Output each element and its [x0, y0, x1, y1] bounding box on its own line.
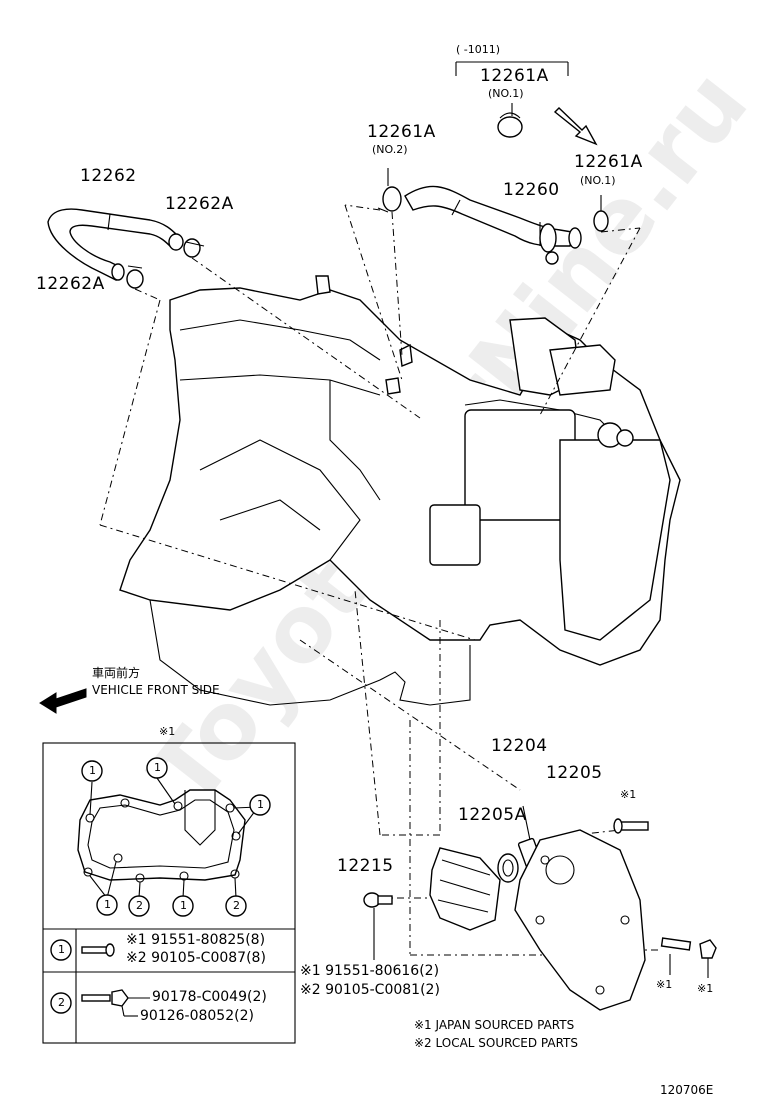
- hose-12262: [47, 208, 184, 281]
- inset-callout: 1: [89, 764, 96, 777]
- hose-clamp-12262A-right: [183, 238, 205, 258]
- legend-japan: ※1 JAPAN SOURCED PARTS: [414, 1018, 575, 1032]
- part-number-12261A-top: 12261A: [480, 66, 549, 86]
- hose-clamp-no1-right: [593, 195, 609, 232]
- part-number-12261A-right: 12261A: [574, 152, 643, 172]
- engine-assembly: [119, 275, 681, 706]
- stud-bolt: [660, 937, 692, 975]
- cover-plate: [514, 829, 646, 1011]
- table-row-2-line2: 90126-08052(2): [140, 1008, 254, 1024]
- hose-clamp-no1-top: [497, 103, 523, 138]
- hose-12260: [404, 185, 582, 265]
- callout-circles: [50, 757, 271, 1014]
- hose-clamp-no2: [377, 168, 402, 213]
- part-number-12262: 12262: [80, 166, 137, 186]
- gasket-outline: [77, 789, 246, 881]
- part-number-12260: 12260: [503, 180, 560, 200]
- table-key: 2: [58, 996, 65, 1009]
- range-label: ( -1011): [456, 43, 501, 56]
- inset-callout: 1: [104, 898, 111, 911]
- hose-clamp-12262A-left: [126, 265, 144, 289]
- callout-leaders: [89, 777, 259, 899]
- nut-mark: ※1: [697, 982, 714, 995]
- inset-callout: 2: [136, 899, 143, 912]
- part-number-12205: 12205: [546, 763, 603, 783]
- table-row-2-line1: 90178-C0049(2): [152, 989, 267, 1005]
- inset-box: [42, 742, 296, 1044]
- range-bracket: [455, 61, 569, 76]
- part-number-12204: 12204: [491, 736, 548, 756]
- part-number-12262A-left: 12262A: [36, 274, 105, 294]
- leader-lines: [99, 204, 660, 956]
- part-number-12215: 12215: [337, 856, 394, 876]
- diagram-id: 120706E: [660, 1083, 714, 1097]
- stud-mark: ※1: [656, 978, 673, 991]
- part-number-12262A-right: 12262A: [165, 194, 234, 214]
- direction-arrow: [553, 107, 598, 146]
- bolt-part-line1: ※1 91551-80616(2): [300, 963, 440, 979]
- vehicle-front-en: VEHICLE FRONT SIDE: [92, 683, 220, 697]
- valve-12215: [429, 847, 501, 931]
- vehicle-front-arrow: [39, 688, 87, 714]
- inset-bolt-icons: [81, 943, 150, 1017]
- bolt-right: [613, 818, 649, 834]
- inset-callout: 1: [257, 798, 264, 811]
- no1-top-label: (NO.1): [488, 87, 524, 100]
- table-row-1-line2: ※2 90105-C0087(8): [126, 950, 266, 966]
- gasket-12205A: [497, 853, 519, 883]
- table-row-1-line1: ※1 91551-80825(8): [126, 932, 266, 948]
- bolt-right-mark: ※1: [620, 788, 637, 801]
- bolt-left: [363, 892, 393, 960]
- vehicle-front-jp: 車両前方: [92, 666, 141, 680]
- legend-local: ※2 LOCAL SOURCED PARTS: [414, 1036, 578, 1050]
- part-number-12205A: 12205A: [458, 805, 527, 825]
- no2-mid-label: (NO.2): [372, 143, 408, 156]
- inset-mark: ※1: [159, 725, 176, 738]
- no1-right-label: (NO.1): [580, 174, 616, 187]
- nut: [699, 939, 717, 978]
- table-key: 1: [58, 943, 65, 956]
- inset-callout: 2: [233, 899, 240, 912]
- bolt-part-line2: ※2 90105-C0081(2): [300, 982, 440, 998]
- part-number-12261A-mid: 12261A: [367, 122, 436, 142]
- inset-callout: 1: [180, 899, 187, 912]
- inset-callout: 1: [154, 761, 161, 774]
